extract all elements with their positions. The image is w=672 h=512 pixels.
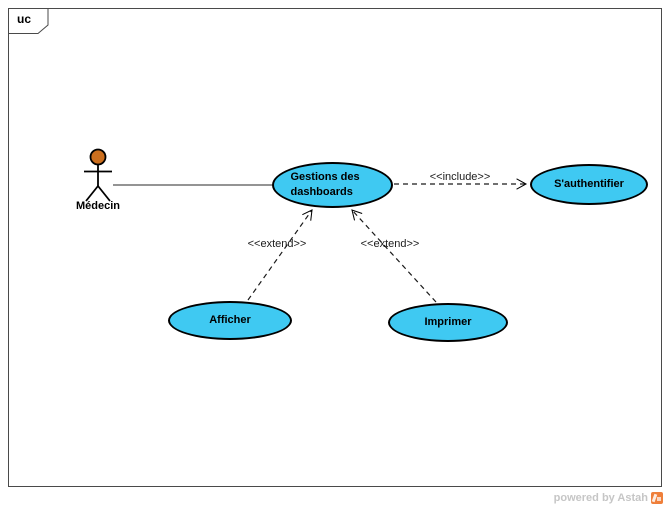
usecase-label: Imprimer: [424, 316, 472, 329]
extend-connector-afficher: [247, 209, 313, 301]
astah-logo-icon: [651, 492, 663, 504]
extend-connector-imprimer: [351, 209, 437, 303]
usecase-label: Gestions des dashboards: [290, 171, 360, 198]
actor-label[interactable]: Médecin: [75, 200, 120, 212]
watermark-text: powered by Astah: [553, 492, 648, 504]
watermark: powered by Astah: [554, 492, 663, 504]
usecase-label: Afficher: [209, 314, 251, 327]
uc-frame-border: [8, 8, 662, 487]
extend-stereotype-label-right: <<extend>>: [360, 238, 420, 250]
usecase-authentifier[interactable]: S'authentifier: [530, 164, 648, 205]
usecase-gestions-dashboards[interactable]: Gestions des dashboards: [272, 162, 393, 208]
usecase-label: S'authentifier: [554, 178, 624, 191]
frame-tab-label: uc: [17, 12, 32, 26]
extend-stereotype-label-left: <<extend>>: [247, 238, 307, 250]
usecase-imprimer[interactable]: Imprimer: [388, 303, 508, 342]
usecase-afficher[interactable]: Afficher: [168, 301, 292, 340]
actor-head: [89, 148, 107, 166]
actor-figure: [84, 148, 112, 202]
include-stereotype-label: <<include>>: [429, 171, 491, 183]
frame-tab: [8, 8, 49, 34]
